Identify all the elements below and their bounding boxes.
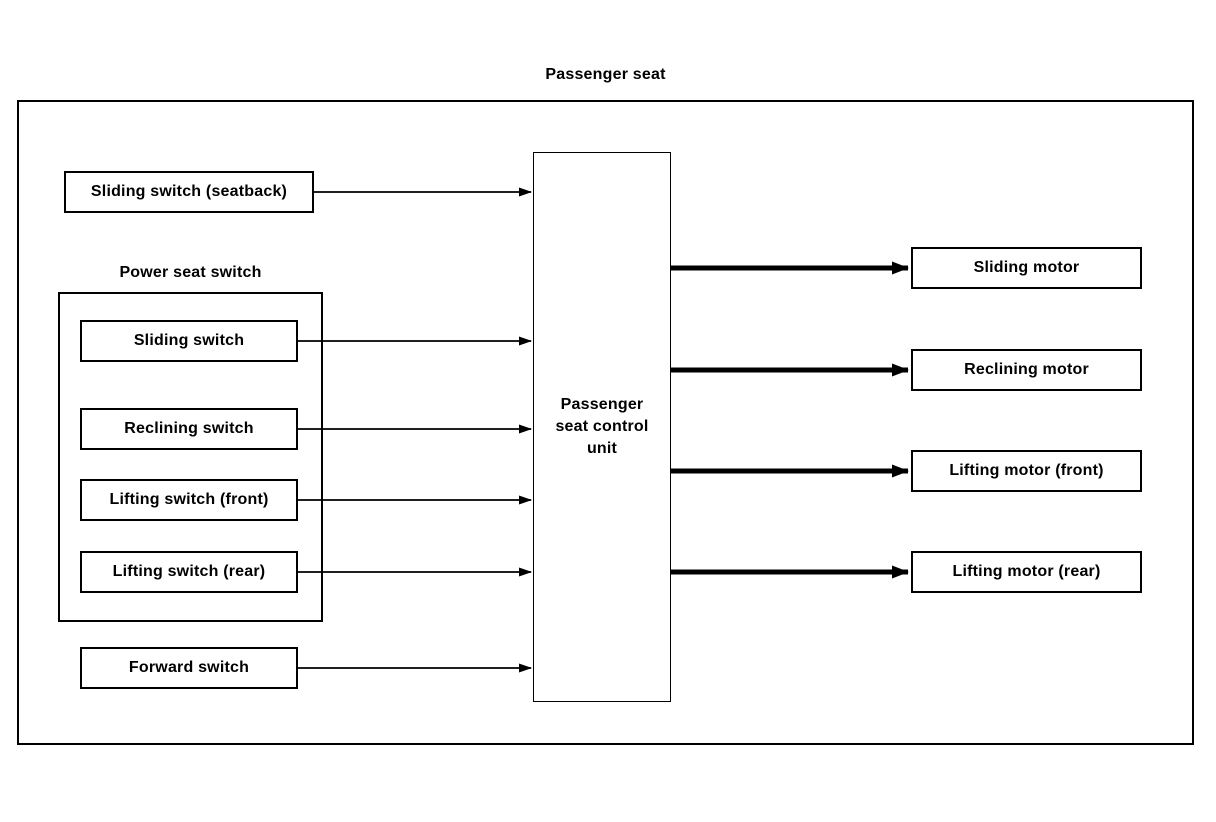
reclining-switch-box: Reclining switch bbox=[80, 408, 298, 450]
diagram-title: Passenger seat bbox=[545, 66, 666, 83]
lifting-motor-rear-box: Lifting motor (rear) bbox=[911, 551, 1142, 593]
forward-switch-label: Forward switch bbox=[128, 659, 250, 676]
seatback-sliding-switch-box: Sliding switch (seatback) bbox=[64, 171, 314, 213]
power-seat-switch-group bbox=[58, 292, 323, 622]
lifting-switch-front-box: Lifting switch (front) bbox=[80, 479, 298, 521]
lifting-motor-rear-label: Lifting motor (rear) bbox=[952, 563, 1101, 580]
sliding-switch-box: Sliding switch bbox=[80, 320, 298, 362]
lifting-switch-rear-label: Lifting switch (rear) bbox=[112, 563, 266, 580]
lifting-motor-front-box: Lifting motor (front) bbox=[911, 450, 1142, 492]
seatback-sliding-switch-label: Sliding switch (seatback) bbox=[90, 183, 288, 200]
sliding-switch-label: Sliding switch bbox=[133, 332, 245, 349]
forward-switch-box: Forward switch bbox=[80, 647, 298, 689]
passenger-seat-control-unit-label: Passenger seat control unit bbox=[555, 396, 649, 457]
power-seat-switch-label: Power seat switch bbox=[119, 264, 262, 281]
reclining-switch-label: Reclining switch bbox=[124, 420, 254, 437]
lifting-switch-front-label: Lifting switch (front) bbox=[109, 491, 269, 508]
passenger-seat-control-unit-box: Passenger seat control unit bbox=[533, 152, 671, 702]
lifting-motor-front-label: Lifting motor (front) bbox=[949, 462, 1104, 479]
reclining-motor-label: Reclining motor bbox=[964, 361, 1089, 378]
sliding-motor-label: Sliding motor bbox=[973, 259, 1080, 276]
lifting-switch-rear-box: Lifting switch (rear) bbox=[80, 551, 298, 593]
sliding-motor-box: Sliding motor bbox=[911, 247, 1142, 289]
reclining-motor-box: Reclining motor bbox=[911, 349, 1142, 391]
